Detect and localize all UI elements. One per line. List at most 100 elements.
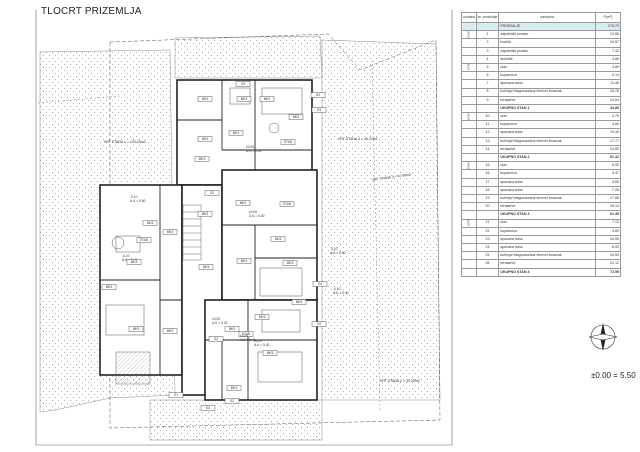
table-cell: zajednički prostor: [498, 46, 596, 56]
door-tag: G3: [318, 282, 322, 286]
table-cell: kuhinja+blagovaonica+dnevni boravak: [498, 193, 596, 204]
room-tag: MK3: [147, 221, 154, 225]
door-tag-frame: [310, 92, 326, 98]
table-cell: 4.80: [595, 120, 621, 130]
staircase: [182, 204, 202, 261]
table-cell: spavaća soba: [498, 243, 596, 253]
table-cell: 17.77: [595, 136, 621, 146]
door-tag-frame: [235, 81, 251, 87]
table-cell: 12: [475, 128, 500, 138]
room-tag-frame: [262, 350, 278, 356]
table-cell: 16.76: [595, 87, 621, 97]
table-cell: [461, 153, 477, 162]
door-tag: G1: [174, 393, 178, 397]
table-cell: 3.70: [595, 112, 621, 122]
room-tag: MK3: [233, 131, 240, 135]
table-cell: spavaća soba: [498, 128, 596, 138]
level-mark: ±0.00: [246, 145, 254, 149]
table-cell: 34.85: [595, 103, 621, 114]
table-cell: [461, 128, 477, 138]
table-cell: STAN 3: [461, 161, 477, 170]
room-tag: MK3: [287, 261, 294, 265]
room-tag: MK3: [240, 201, 247, 205]
table-header-cell: oznaka: [461, 12, 477, 23]
table-cell: zajednički prostor: [498, 30, 596, 40]
door-tag: G2: [230, 399, 234, 403]
room-tag: MK3: [202, 137, 209, 141]
level-mark: -0.10: [130, 195, 138, 199]
table-cell: spavaća soba: [498, 185, 596, 195]
room-tag-frame: [282, 260, 298, 266]
table-cell: [461, 104, 477, 113]
room-tag-frame: [128, 326, 144, 332]
garden-area-label: VRT STANA 2 = 33.20m2: [380, 379, 420, 383]
table-cell: 2: [475, 38, 500, 48]
room-tag-frame: [224, 326, 240, 332]
table-cell: ZAJEDNIČKO: [461, 30, 477, 39]
table-cell: hodnik: [498, 38, 596, 48]
room-tag: MK3: [133, 327, 140, 331]
table-cell: ulaz: [498, 161, 596, 171]
table-cell: 22.12: [595, 259, 621, 269]
table-header-cell: br. prostorije: [475, 12, 500, 23]
room-tag: MK3: [275, 237, 282, 241]
room-tag: MK3: [202, 97, 209, 101]
level-mark: ±0.00: [240, 334, 248, 338]
table-cell: [461, 79, 477, 88]
interior-walls: [100, 80, 317, 400]
absolute-level-mark: A.K.= 5.40: [333, 291, 349, 295]
table-cell: terasa/vrt: [498, 95, 596, 105]
room-tag-frame: [162, 328, 178, 334]
table-cell: 10.40: [595, 128, 621, 138]
room-tag-frame: [101, 284, 117, 290]
level-mark: -0.10: [333, 287, 341, 291]
room-tag: MK3: [203, 265, 210, 269]
table-cell: 25: [475, 251, 500, 261]
room-tag: MK3: [167, 230, 174, 234]
door-tag-frame: [312, 281, 328, 287]
door-tag-frame: [200, 405, 216, 411]
garden-east: [321, 39, 441, 401]
table-cell: kupaonica: [498, 226, 596, 236]
table-cell: 11.46: [595, 79, 621, 89]
room-tag-frame: [291, 299, 307, 305]
table-cell: [461, 194, 477, 203]
table-cell: 13: [475, 136, 500, 146]
room-tag-frame: [162, 229, 178, 235]
table-cell: UKUPNO STAN 2: [498, 152, 596, 163]
room-tag: MK3: [231, 386, 238, 390]
table-cell: 5.90: [595, 161, 621, 171]
table-cell: [461, 22, 477, 31]
door-tag: G2: [316, 93, 320, 97]
table-cell: kupaonica: [498, 71, 596, 81]
table-cell: kupaonica: [498, 120, 596, 130]
table-cell: 7.26: [595, 185, 621, 195]
room-tag: MK3: [229, 327, 236, 331]
room-tag: MK3: [131, 260, 138, 264]
unit-label-frame: [136, 237, 152, 243]
furniture: [105, 87, 303, 383]
room-tag: MK3: [106, 285, 113, 289]
table-cell: 1: [475, 30, 500, 40]
table-cell: 7.13: [595, 218, 621, 228]
garden-area-label: VRT STANA 1 = 120.20m2: [104, 140, 146, 144]
table-cell: 26: [475, 259, 500, 269]
table-cell: terasa/vrt: [498, 202, 596, 212]
unit-label-frame: [238, 331, 254, 337]
table-cell: [461, 120, 477, 129]
table-cell: 14.64: [595, 95, 621, 105]
absolute-level-mark: A.K.= 5.40: [240, 338, 256, 342]
absolute-level-mark: A.K.= 5.40: [212, 321, 228, 325]
level-mark: ±0.00: [254, 339, 262, 343]
